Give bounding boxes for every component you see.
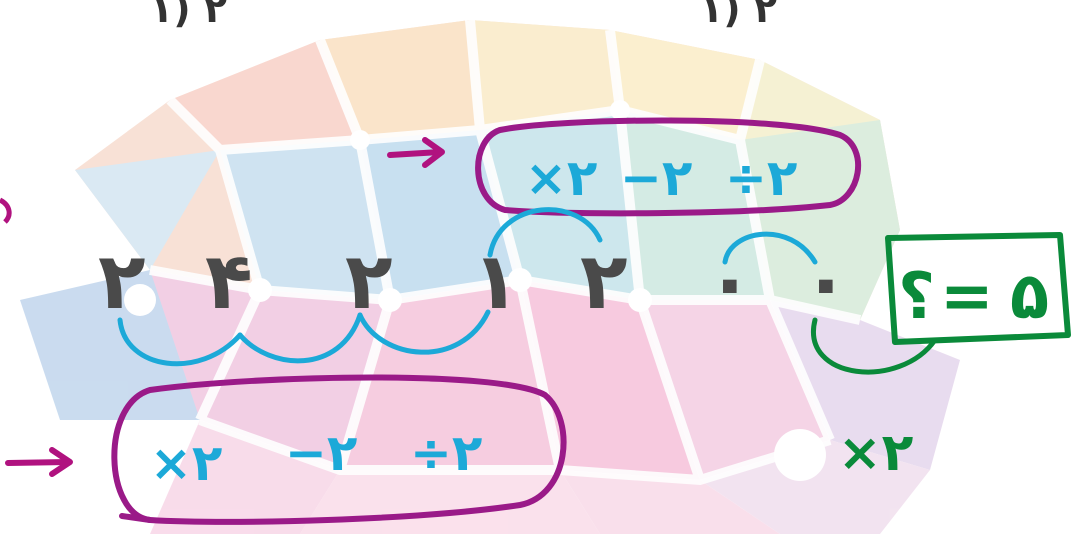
arc-lower-2: [237, 312, 363, 364]
sequence-item-1: ٢: [98, 237, 146, 327]
arc-upper-2: [722, 231, 818, 265]
header-fragment-left: ٢ (١: [150, 0, 227, 31]
bottom-outline-tail: [119, 513, 153, 523]
sequence-item-5: ٢: [580, 237, 628, 327]
arc-lower-3: [357, 309, 491, 355]
answer-box-outline: [885, 232, 1071, 345]
answer-box: ؟ = ۵ ×٢: [810, 232, 1071, 483]
equals-sign: =: [940, 260, 994, 334]
header-fragment-right: ٢ (١: [700, 0, 777, 31]
last-step-mul: ×٢: [838, 423, 914, 483]
bottom-arrowhead-icon: [49, 447, 73, 477]
question-mark: ؟: [898, 260, 935, 334]
bottom-group-outline: [111, 374, 567, 525]
step-arcs: [117, 207, 818, 367]
bottom-rule-group: ÷٢ −٢ ×٢: [5, 374, 567, 525]
bottom-op-mul: ×٢: [150, 434, 222, 492]
top-arrow-icon: [387, 149, 443, 158]
top-group-outline: [475, 117, 861, 217]
top-arrowhead-icon: [422, 137, 445, 168]
arc-upper-1: [487, 207, 603, 258]
number-sequence: ٢ ۴ ٢ ١ ٢ ٠ ٠: [98, 237, 850, 327]
top-rule-group: ÷٢ −٢ ×٢: [387, 117, 861, 217]
green-arc: [810, 317, 938, 375]
sequence-item-2: ۴: [205, 237, 253, 327]
top-op-mul: ×٢: [525, 149, 597, 207]
bottom-arrow-icon: [5, 459, 71, 466]
bottom-op-minus: −٢: [285, 424, 357, 482]
arc-lower-1: [117, 317, 243, 367]
sequence-item-4: ١: [472, 237, 520, 327]
top-op-minus: −٢: [620, 149, 692, 207]
sequence-item-3: ٢: [345, 237, 393, 327]
answer-value: ۵: [1010, 260, 1049, 334]
left-edge-mark: [0, 197, 12, 224]
top-op-div: ÷٢: [725, 149, 797, 207]
bottom-op-div: ÷٢: [410, 424, 482, 482]
